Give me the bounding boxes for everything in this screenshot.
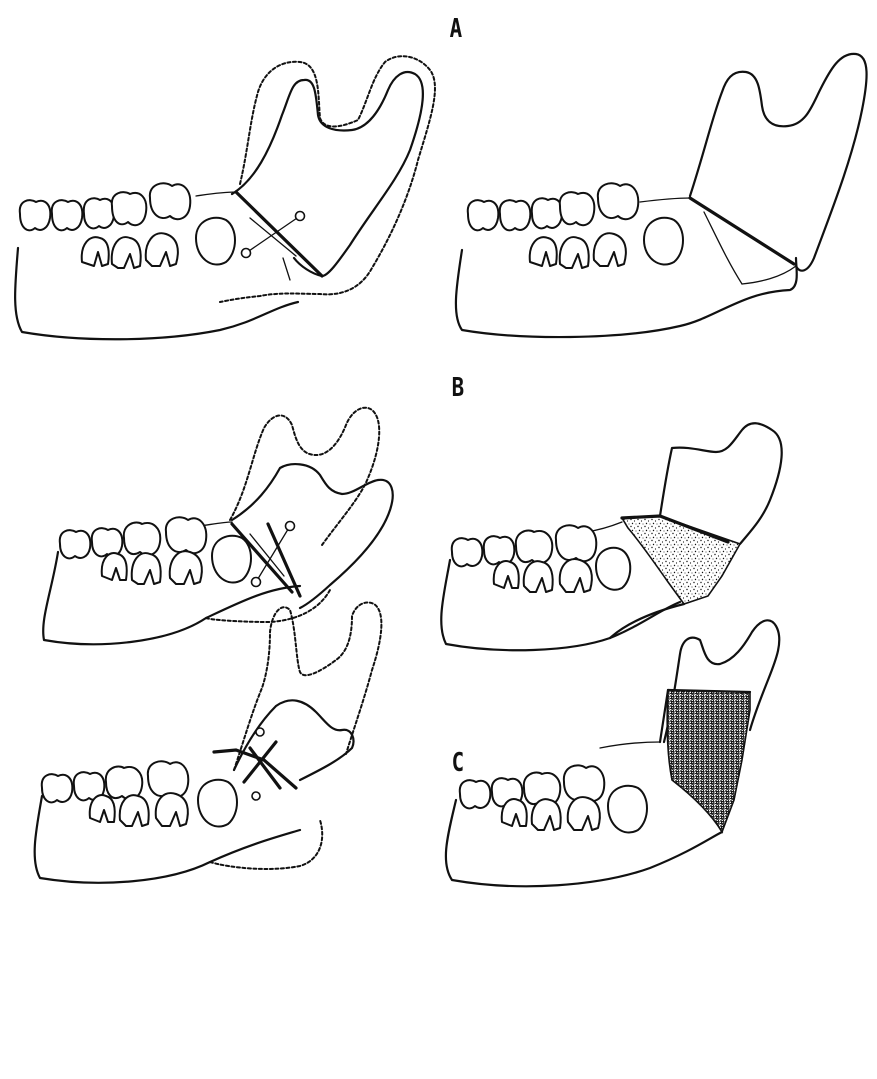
advanced-segment-outline (206, 590, 330, 622)
mandible-a-preop (15, 56, 435, 339)
mandible-a-postop (456, 54, 867, 337)
occlusal-line (600, 742, 660, 748)
vertical-reference (283, 258, 290, 280)
gap-line-lower (742, 266, 796, 284)
original-ramus-outline (230, 408, 379, 545)
ramus-outline (232, 72, 423, 276)
teeth-row (468, 183, 683, 268)
bone-graft-region (667, 690, 750, 832)
panel-label-b: B (452, 373, 465, 403)
original-ramus-outline (234, 603, 381, 771)
bone-graft-region (622, 516, 740, 604)
teeth-row (60, 517, 251, 584)
panel-label-a: A (450, 14, 463, 44)
gap-line (704, 212, 742, 284)
occlusal-line (640, 198, 690, 202)
teeth-row (452, 525, 630, 592)
teeth-row (42, 761, 237, 826)
panel-label-c: C (452, 748, 465, 778)
teeth-row (20, 183, 235, 268)
mandible-body-outline (456, 250, 797, 337)
osteotomy-cut-line (690, 198, 794, 264)
occlusal-line (196, 192, 236, 196)
mandible-b-preop (43, 408, 392, 645)
teeth-row (460, 765, 647, 832)
advanced-segment-outline (220, 56, 435, 302)
osteotomy-cut-line (236, 192, 322, 276)
mandible-c-postop (446, 620, 779, 886)
mandible-b-postop (441, 423, 781, 650)
advanced-segment-outline (210, 820, 322, 869)
